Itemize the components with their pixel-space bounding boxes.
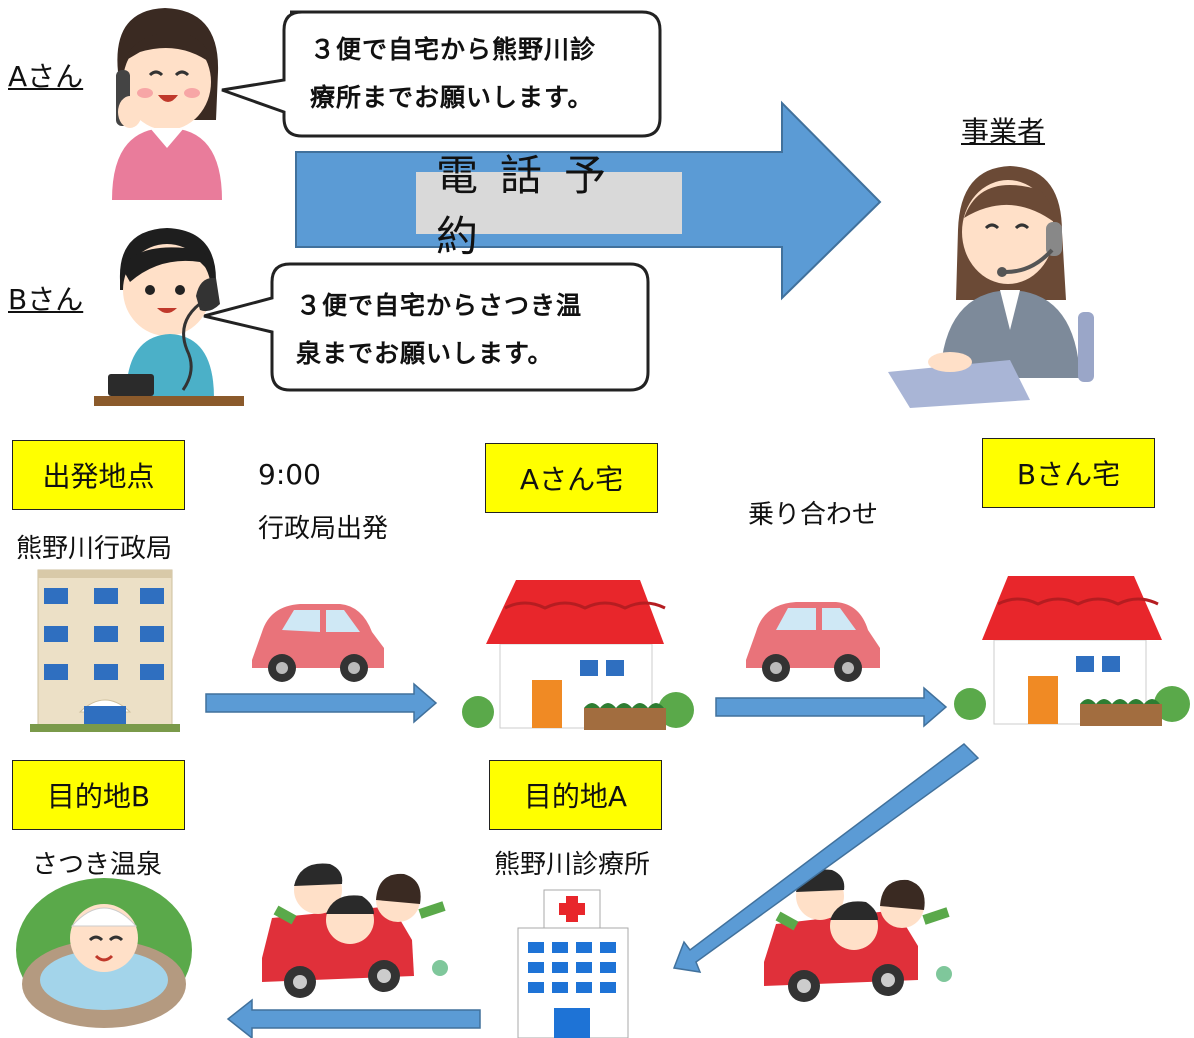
a-home-box: Aさん宅 — [485, 443, 658, 513]
person-a-label: Aさん — [8, 60, 84, 93]
car-icon — [746, 602, 880, 682]
start-box: 出発地点 — [12, 440, 185, 510]
woman-phone-icon — [112, 8, 222, 200]
departure-time: 9:00 — [258, 458, 321, 491]
reservation-banner: 電話予約 — [416, 151, 682, 261]
car-family-icon — [764, 869, 952, 1002]
car-icon — [252, 604, 384, 682]
bubble-b-line2: 泉までお願いします。 — [296, 339, 554, 368]
arrow-icon — [715, 686, 948, 728]
arrow-icon — [672, 743, 980, 973]
man-phone-icon — [94, 228, 244, 406]
bubble-a-line2: 療所までお願いします。 — [310, 83, 594, 112]
house-icon — [954, 576, 1190, 726]
dest-b-box: 目的地B — [12, 760, 185, 830]
speech-bubble-a — [221, 10, 662, 138]
dest-a-place: 熊野川診療所 — [494, 850, 651, 880]
bubble-b-text: ３便で自宅からさつき温 泉までお願いします。 — [296, 282, 582, 378]
building-icon — [30, 569, 180, 732]
start-place: 熊野川行政局 — [16, 534, 173, 564]
dest-a-box: 目的地A — [489, 760, 662, 830]
hospital-icon — [517, 889, 629, 1038]
rideshare-text: 乗り合わせ — [748, 500, 879, 530]
speech-bubble-b — [203, 262, 650, 392]
bubble-b-line1: ３便で自宅からさつき温 — [296, 291, 583, 320]
b-home-box: Bさん宅 — [982, 438, 1155, 508]
bubble-a-text: ３便で自宅から熊野川診 療所までお願いします。 — [310, 26, 596, 122]
dest-b-place: さつき温泉 — [32, 850, 163, 880]
bubble-a-line1: ３便で自宅から熊野川診 — [310, 35, 597, 64]
person-b-label: Bさん — [8, 283, 84, 316]
operator-label: 事業者 — [961, 115, 1046, 148]
car-family-icon — [262, 863, 448, 998]
departure-text: 行政局出発 — [258, 514, 389, 544]
onsen-icon — [16, 878, 192, 1028]
operator-icon — [888, 166, 1094, 408]
arrow-icon — [205, 682, 438, 724]
arrow-icon — [226, 998, 481, 1038]
house-icon — [462, 580, 694, 730]
